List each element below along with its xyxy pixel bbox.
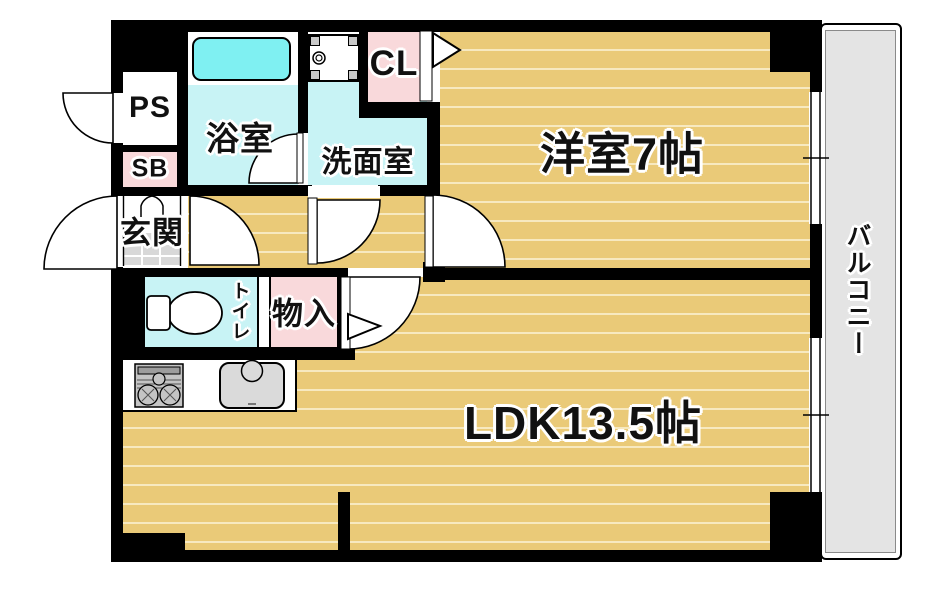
entrance-tile-grid — [122, 196, 182, 266]
wall-western-ldk — [437, 268, 822, 280]
bathtub-icon — [192, 37, 291, 81]
wall-right-1 — [810, 72, 822, 92]
shoebox-door-arcs — [140, 195, 164, 217]
label-western-room: 洋室7帖 — [539, 128, 705, 180]
label-toilet: トイレ — [228, 281, 250, 341]
wall-ps-sb — [123, 145, 177, 152]
bathroom-door-panel — [296, 132, 304, 184]
room-western — [440, 32, 810, 268]
closet-door-panel — [419, 30, 433, 102]
bathroom-door-swing-arc — [248, 133, 299, 184]
toilet-icon — [146, 291, 223, 335]
label-closet: CL — [369, 44, 419, 83]
ldk-door-panel — [340, 276, 351, 350]
room-balcony — [825, 30, 896, 553]
wall-storage-right — [337, 277, 341, 349]
washroom-door-panel — [307, 197, 318, 265]
wall-toiletrow-top — [111, 268, 348, 277]
room-storage — [271, 277, 337, 347]
wall-below-closet — [365, 102, 440, 118]
wall-washroom-corridor — [378, 185, 430, 196]
wall-sb-entrance — [123, 187, 177, 196]
label-washroom: 洗面室 — [321, 146, 415, 179]
washing-machine-icon — [308, 34, 360, 82]
wall-ps-bath — [177, 30, 188, 196]
wall-top — [111, 20, 822, 32]
window-ldk — [803, 338, 829, 492]
wall-corner-top-right — [770, 20, 822, 72]
ps-door-swing-arc — [62, 92, 114, 144]
ldk-door-triangle — [347, 312, 383, 341]
wall-pan-closet — [359, 20, 368, 118]
wall-right-2 — [810, 224, 822, 338]
western-door-swing-arc — [432, 194, 506, 268]
wall-block-above-ps — [111, 20, 185, 72]
room-shoe-box — [123, 152, 177, 187]
wall-left-2 — [111, 143, 123, 196]
label-shoe-box: SB — [131, 154, 169, 183]
label-entrance: 玄関 — [120, 215, 184, 251]
wall-toilet-left-block — [123, 277, 145, 347]
washroom-door-opening — [308, 186, 380, 198]
wall-stub-ldk-bottom — [338, 492, 350, 552]
label-pipe-space: PS — [128, 91, 172, 124]
wall-bath-washroom — [298, 20, 308, 133]
wall-toiletrow-bottom — [111, 347, 355, 360]
closet-door-triangle — [432, 31, 462, 69]
label-ldk: LDK13.5帖 — [463, 397, 703, 449]
stove-icon — [134, 363, 184, 408]
wall-stub-ldk-door — [337, 268, 348, 277]
label-storage: 物入 — [272, 296, 336, 332]
toilet-partition — [257, 277, 271, 347]
sink-icon — [219, 359, 285, 409]
wall-western-left — [427, 118, 440, 196]
ldk-door-opening — [348, 268, 422, 277]
label-bathroom: 浴室 — [206, 120, 274, 157]
wall-bottom — [111, 550, 822, 562]
western-door-panel — [424, 195, 434, 268]
label-balcony: バルコニー — [843, 222, 871, 358]
washroom-door-swing-arc — [316, 199, 381, 264]
wall-left-3 — [111, 267, 123, 562]
wall-corner-bottom-left — [111, 533, 185, 562]
room-closet — [368, 31, 420, 102]
wall-bath-corridor — [177, 185, 312, 196]
window-western — [803, 92, 829, 224]
ldk-door-swing-arc — [347, 276, 421, 350]
hall-door-swing-arc — [189, 195, 260, 266]
entrance-door-swing-arc — [43, 195, 118, 270]
room-pipe-space — [123, 72, 177, 145]
